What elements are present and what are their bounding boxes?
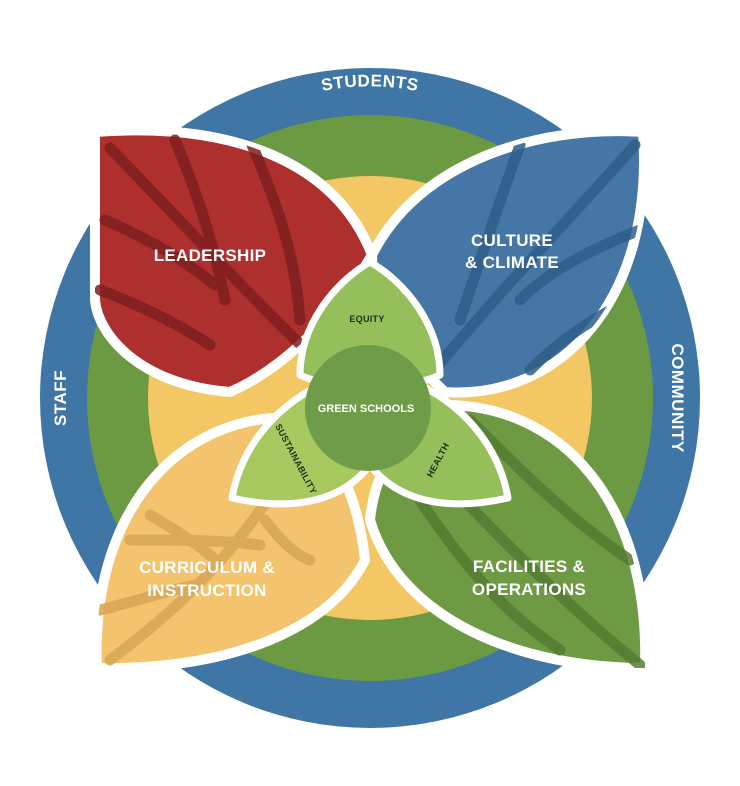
ring-label-community: COMMUNITY	[668, 343, 687, 452]
inner-trefoil: EQUITY SUSTAINABILITY HEALTH GREEN SCHOO…	[228, 258, 512, 508]
leaf-label-facilities-operations: FACILITIES &OPERATIONS	[472, 557, 586, 599]
ring-label-staff: STAFF	[51, 370, 70, 426]
ring-label-faculty: FACULTY	[329, 744, 411, 766]
leaf-label-leadership: LEADERSHIP	[154, 246, 267, 265]
leaf-label-curriculum-instruction: CURRICULUM &INSTRUCTION	[139, 558, 275, 600]
leaf-label-culture-climate: CULTURE& CLIMATE	[465, 231, 559, 272]
center-label: GREEN SCHOOLS	[318, 403, 415, 415]
ring-label-students: STUDENTS	[320, 71, 420, 95]
petal-label-equity: EQUITY	[349, 314, 384, 324]
center-circle	[305, 345, 431, 471]
